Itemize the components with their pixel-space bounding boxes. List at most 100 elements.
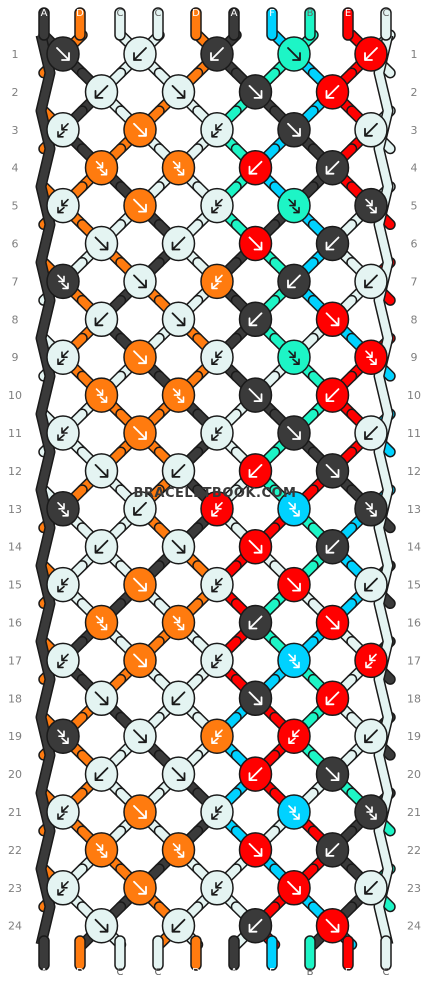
knot (123, 642, 157, 679)
row-number-right: 18 (407, 692, 421, 705)
arrow-down-left-icon (364, 122, 378, 137)
forward-left-knot-icon (211, 653, 223, 669)
arrow-down-left-icon (94, 85, 109, 99)
forward-right-knot-icon (95, 388, 108, 403)
arrow-down-left-icon (248, 463, 263, 478)
bottom-string-stub (114, 935, 126, 971)
forward-right-knot-icon (365, 198, 377, 214)
knot (161, 832, 196, 868)
knot (315, 301, 350, 338)
bottom-string-letter: D (76, 967, 84, 978)
knot (277, 566, 311, 603)
knot (200, 339, 234, 375)
bottom-string-stub (266, 935, 278, 971)
row-number-left: 22 (8, 844, 22, 857)
forward-left-knot-icon (57, 426, 69, 441)
forward-right-knot-icon (365, 805, 377, 820)
edge-thread-layer (35, 7, 394, 971)
bottom-string-stub (38, 935, 50, 971)
knot (161, 301, 196, 338)
knot (354, 112, 388, 148)
top-string-stub (114, 7, 126, 41)
forward-right-knot-icon (172, 388, 185, 403)
knot (200, 263, 234, 300)
arrow-down-left-icon (171, 918, 186, 933)
knot (200, 642, 234, 679)
knot (315, 149, 350, 186)
knot (46, 642, 80, 679)
knot (200, 870, 234, 906)
knot (84, 528, 119, 565)
row-number-right: 19 (407, 730, 421, 743)
knot (200, 112, 234, 148)
knot (46, 263, 80, 300)
knot (123, 339, 157, 375)
bottom-string-letter: A (41, 967, 48, 978)
knot (84, 301, 119, 338)
arrow-down-left-icon (364, 274, 378, 289)
knot (315, 680, 350, 717)
knot (161, 528, 196, 565)
row-number-left: 13 (8, 503, 22, 516)
top-string-letter: B (307, 8, 314, 19)
arrow-down-right-icon (325, 615, 340, 630)
arrow-down-left-icon (325, 539, 340, 554)
knot (315, 907, 350, 944)
forward-left-knot-icon (57, 198, 69, 214)
forward-left-knot-icon (57, 350, 69, 366)
top-string-stub (38, 7, 50, 41)
top-string-stub (266, 7, 278, 41)
arrow-down-right-icon (133, 122, 147, 137)
knot (161, 756, 196, 792)
knot (315, 756, 350, 792)
arrow-down-left-icon (248, 767, 263, 781)
arrow-down-right-icon (133, 729, 147, 744)
knot (277, 870, 311, 906)
arrow-down-left-icon (364, 729, 378, 744)
forward-left-knot-icon (365, 653, 377, 669)
knot (354, 642, 388, 679)
forward-left-knot-icon (211, 577, 223, 593)
forward-left-knot-icon (211, 198, 223, 214)
forward-right-knot-icon (95, 160, 108, 176)
top-string-letter: A (41, 8, 48, 19)
arrow-down-right-icon (325, 312, 340, 327)
bottom-string-letter: C (155, 967, 162, 978)
knot (315, 453, 350, 489)
knot (200, 718, 234, 754)
row-number-right: 4 (411, 162, 418, 175)
knot (277, 718, 311, 754)
arrow-down-right-icon (94, 691, 109, 706)
top-string-stub (304, 7, 316, 41)
top-string-letter: C (117, 8, 124, 19)
top-string-stub (228, 7, 240, 41)
row-number-right: 7 (411, 275, 418, 288)
knot (123, 415, 157, 451)
knot (238, 149, 273, 186)
arrow-down-right-icon (248, 388, 263, 403)
forward-right-knot-icon (288, 653, 300, 669)
row-number-right: 24 (407, 920, 421, 933)
row-number-left: 10 (8, 389, 22, 402)
arrow-down-right-icon (133, 426, 147, 440)
bottom-string-stub (152, 935, 164, 971)
knot (123, 718, 157, 754)
knot (123, 566, 157, 603)
arrow-down-left-icon (325, 85, 340, 99)
arrow-down-right-icon (171, 85, 186, 99)
row-number-right: 17 (407, 654, 421, 667)
arrow-down-right-icon (287, 880, 301, 895)
row-number-left: 11 (8, 427, 22, 440)
arrow-down-right-icon (56, 47, 70, 61)
forward-left-knot-icon (211, 880, 223, 896)
row-number-right: 16 (407, 617, 421, 630)
bottom-string-letter: C (117, 967, 124, 978)
forward-right-knot-icon (365, 350, 377, 366)
knot (200, 491, 234, 527)
knot (238, 604, 273, 641)
row-number-right: 12 (407, 465, 421, 478)
knot (84, 756, 119, 792)
top-string-letter: E (345, 8, 351, 19)
knot (238, 680, 273, 717)
arrow-down-left-icon (248, 312, 263, 327)
